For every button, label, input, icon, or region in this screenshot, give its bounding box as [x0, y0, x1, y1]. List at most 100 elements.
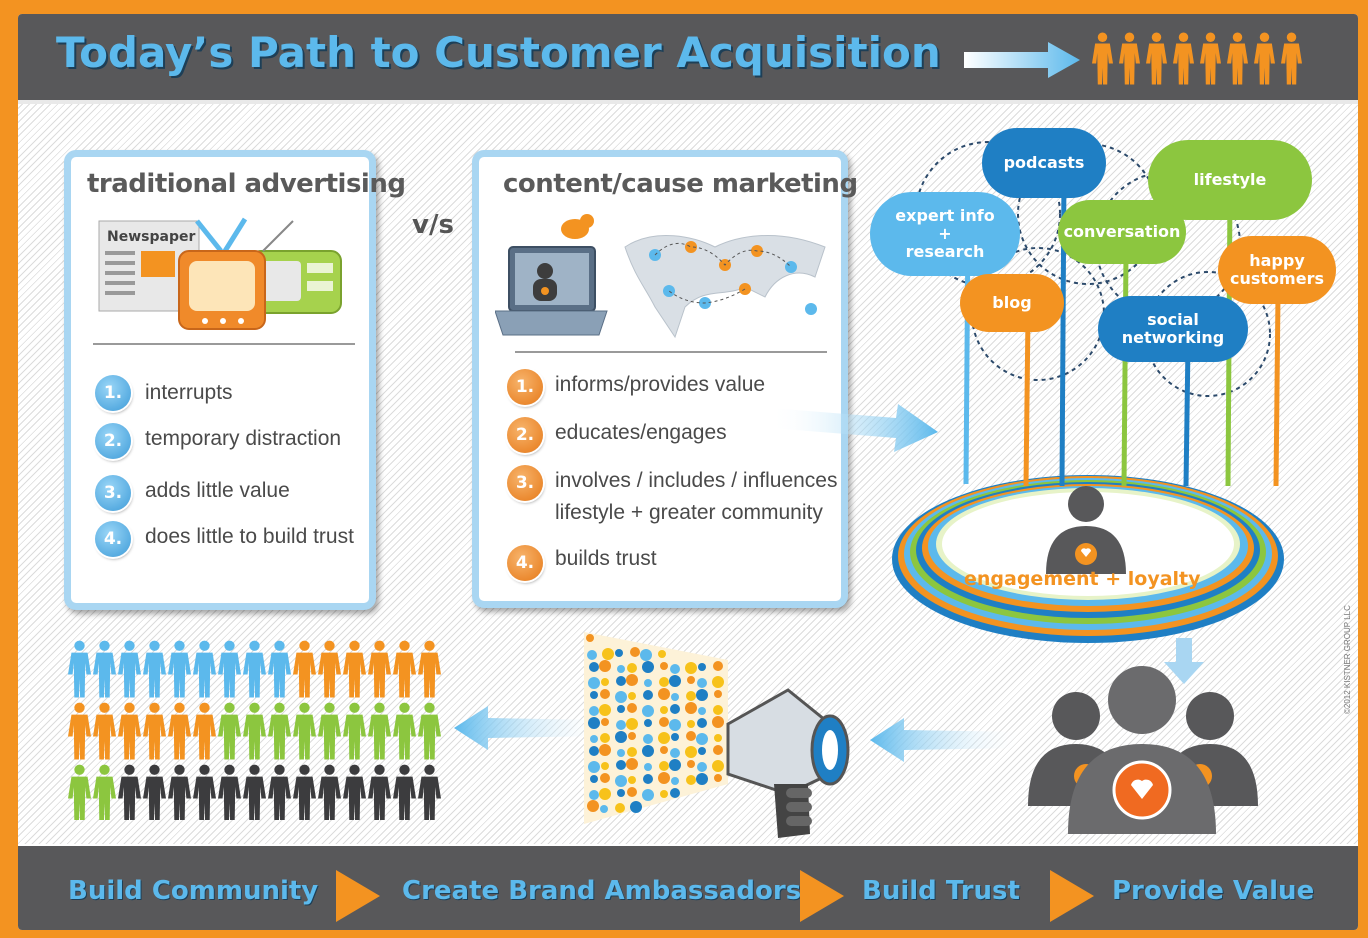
person-figure-icon — [293, 702, 316, 760]
person-figure-icon — [318, 702, 341, 760]
cloud-podcasts: podcasts — [982, 128, 1106, 198]
person-figure-icon — [218, 764, 241, 822]
social-icon-dot — [617, 705, 625, 713]
media-icons: Newspaper — [98, 217, 342, 330]
social-icon-dot — [658, 772, 670, 784]
traditional-item-1: interrupts — [145, 381, 233, 404]
brand-ambassadors-icon — [1028, 666, 1258, 834]
person-figure-icon — [1200, 32, 1221, 85]
social-icon-dot — [640, 649, 652, 661]
person-figure-icon — [343, 764, 366, 822]
step-build-trust: Build Trust — [862, 876, 1020, 906]
person-figure-icon — [193, 640, 216, 698]
social-icon-dot — [670, 788, 680, 798]
social-icon-dot — [601, 762, 609, 770]
chevron-right-icon — [1050, 870, 1094, 922]
content-number-2: 2. — [507, 417, 543, 453]
person-figure-icon — [393, 640, 416, 698]
traditional-number-3: 3. — [95, 475, 131, 511]
expert-line-2: + — [938, 224, 952, 243]
social-icon-dot — [642, 661, 654, 673]
person-figure-icon — [418, 702, 441, 760]
world-map-icon — [624, 234, 826, 339]
social-icon-dot — [659, 677, 669, 687]
social-icon-dot — [643, 734, 653, 744]
person-figure-icon — [93, 764, 116, 822]
person-figure-icon — [68, 702, 91, 760]
social-icon-dot — [659, 761, 669, 771]
social-icon-dot — [686, 731, 696, 741]
social-icon-dot — [599, 660, 611, 672]
social-icon-dot — [589, 746, 599, 756]
person-figure-icon — [118, 702, 141, 760]
person-figure-icon — [343, 640, 366, 698]
engagement-loyalty-label: engagement + loyalty — [964, 568, 1201, 590]
social-icon-dot — [601, 718, 609, 726]
cloud-happy-customers: happy customers — [1218, 236, 1336, 304]
social-icon-dot — [696, 689, 708, 701]
cloud-lifestyle: lifestyle — [1148, 140, 1312, 220]
social-icon-dot — [670, 664, 680, 674]
social-icon-dot — [628, 732, 636, 740]
social-icon-dot — [670, 748, 680, 758]
expert-line-1: expert info — [895, 206, 995, 225]
social-icon-dot — [588, 717, 600, 729]
arrow-to-engagement-icon — [770, 404, 938, 452]
social-icon-dot — [671, 777, 679, 785]
social-icon-dot — [599, 788, 611, 800]
crowd-of-people — [68, 640, 448, 822]
social-icon-dot — [714, 690, 722, 698]
social-icon-dot — [685, 662, 697, 674]
social-icon-dot — [687, 676, 695, 684]
laptop-icon — [495, 246, 608, 336]
social-icon-dot — [642, 789, 654, 801]
person-figure-icon — [318, 764, 341, 822]
social-icon-dot — [643, 774, 653, 784]
person-figure-icon — [1281, 32, 1302, 85]
person-figure-icon — [368, 702, 391, 760]
content-divider — [515, 351, 827, 353]
social-icon-dot — [697, 678, 707, 688]
header-arrow-icon — [964, 42, 1080, 78]
social-icon-dot — [589, 706, 599, 716]
traditional-item-2: temporary distraction — [145, 427, 342, 450]
social-icon-dot — [615, 803, 625, 813]
step-build-community: Build Community — [68, 876, 319, 906]
social-icon-dot — [670, 704, 680, 714]
social-icon-dot — [589, 662, 599, 672]
social-icon-dot — [617, 749, 625, 757]
down-arrow-icon — [1164, 638, 1204, 684]
person-figure-icon — [418, 764, 441, 822]
social-icon-dot — [669, 759, 681, 771]
person-figure-icon — [1227, 32, 1248, 85]
social-icon-dot — [626, 674, 638, 686]
social-icon-dot — [642, 705, 654, 717]
social-icon-dot — [590, 691, 598, 699]
tv-icon — [178, 217, 266, 330]
person-figure-icon — [268, 764, 291, 822]
social-icon-dot — [713, 661, 723, 671]
expert-line-3: research — [905, 242, 985, 261]
traditional-number-4: 4. — [95, 521, 131, 557]
social-icon-dot — [687, 760, 695, 768]
chevron-right-icon — [336, 870, 380, 922]
social-icon-dot — [642, 745, 654, 757]
social-icon-dot — [586, 634, 594, 642]
laptop-and-world-icons — [495, 214, 826, 339]
person-figure-icon — [243, 640, 266, 698]
megaphone-icon — [584, 632, 850, 838]
person-figure-icon — [143, 764, 166, 822]
person-figure-icon — [68, 764, 91, 822]
person-figure-icon — [168, 640, 191, 698]
social-icon-dot — [696, 733, 708, 745]
social-icon-dot — [600, 689, 610, 699]
social-icon-dot — [616, 760, 626, 770]
person-figure-icon — [118, 764, 141, 822]
traditional-item-3: adds little value — [145, 479, 290, 502]
person-figure-icon — [293, 640, 316, 698]
traditional-divider — [93, 343, 355, 345]
social-icon-dot — [615, 649, 623, 657]
person-figure-icon — [243, 764, 266, 822]
person-figure-icon — [68, 640, 91, 698]
bird-icon — [561, 214, 594, 239]
